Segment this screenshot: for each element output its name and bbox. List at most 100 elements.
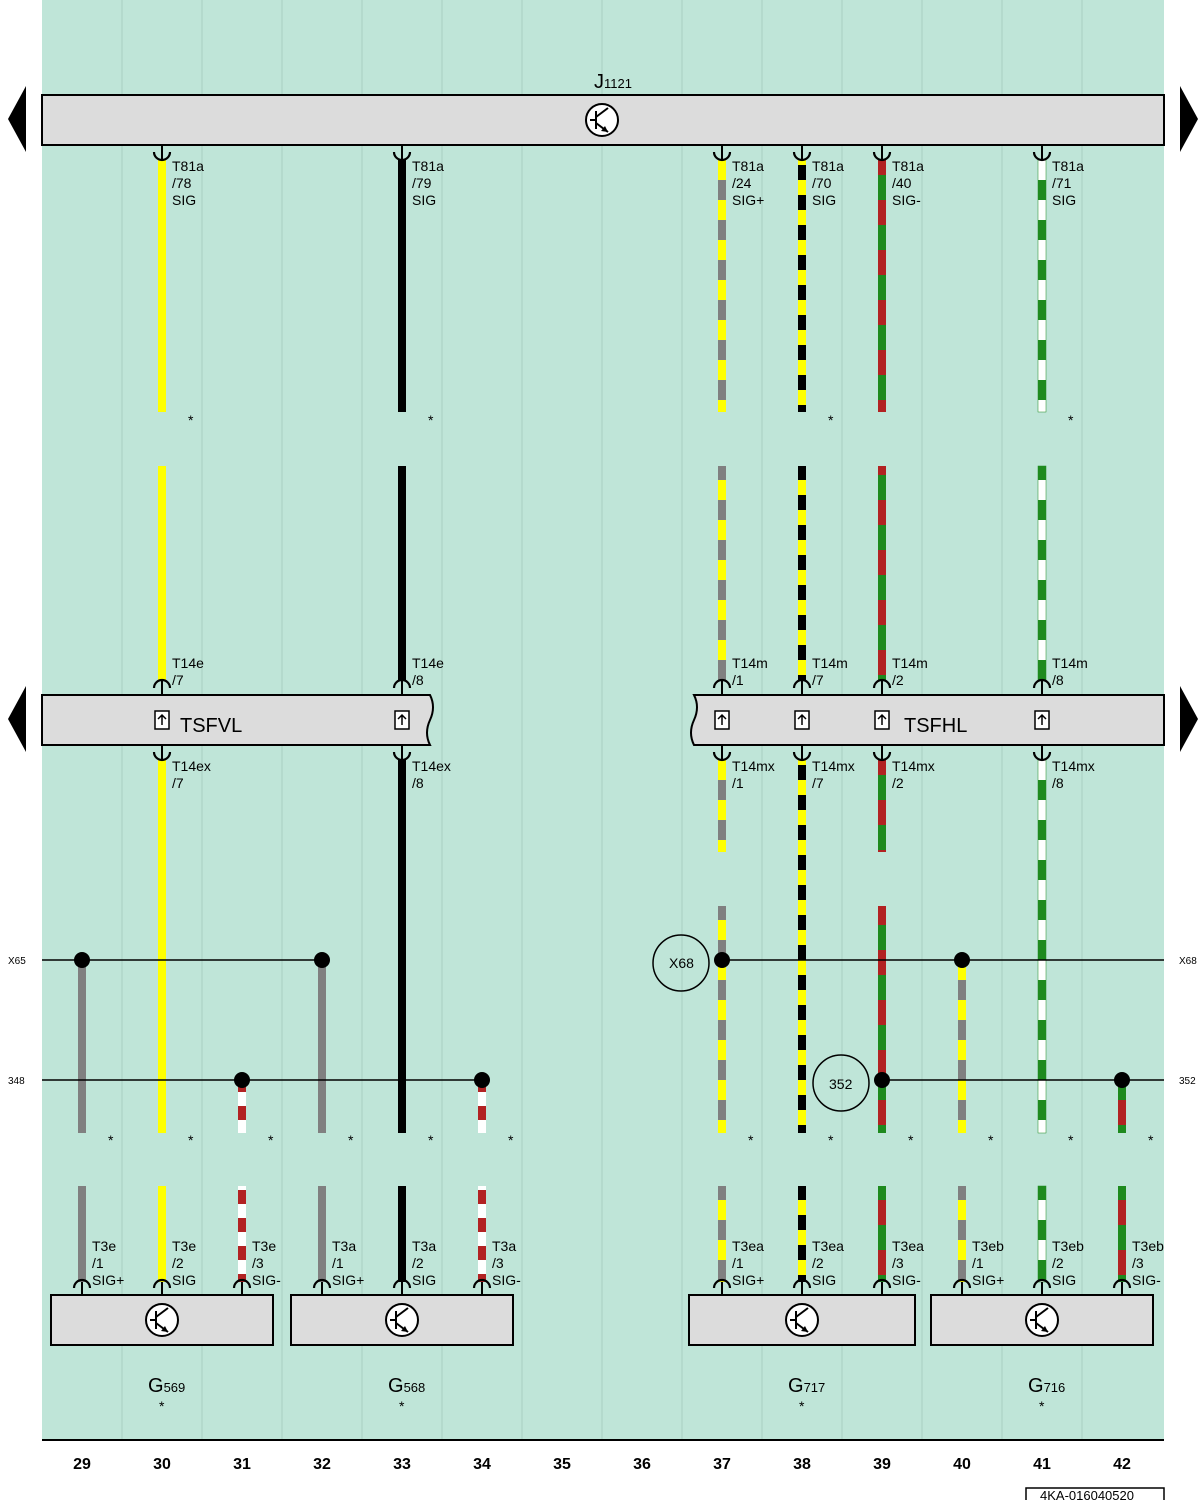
bus-top-label: J1121 <box>594 71 632 93</box>
svg-text:*: * <box>748 1132 754 1148</box>
wire-yellow <box>158 1186 166 1282</box>
svg-text:*: * <box>799 1398 805 1414</box>
wires-bottom <box>78 1185 1126 1283</box>
svg-text:42: 42 <box>1113 1456 1131 1473</box>
svg-text:352: 352 <box>829 1076 853 1092</box>
svg-text:*: * <box>348 1132 354 1148</box>
wire-red-white <box>238 1080 246 1133</box>
wire-red-white <box>478 1186 486 1282</box>
wire-red-green <box>878 1186 886 1282</box>
wire-grey <box>78 960 86 1133</box>
coupler-left-label: TSFVL <box>180 715 242 737</box>
splice-label-x68: X68 <box>1179 956 1197 967</box>
wire-yellow <box>158 160 166 412</box>
svg-text:31: 31 <box>233 1456 251 1473</box>
wire-yellow <box>158 466 166 680</box>
wire-red-green <box>878 906 886 1133</box>
coupler-pin-marks <box>157 713 1047 725</box>
svg-text:*: * <box>988 1132 994 1148</box>
wire-red-green <box>1118 1080 1126 1133</box>
svg-text:T14e/8: T14e/8 <box>412 655 444 688</box>
wire-yellow-black <box>798 466 806 680</box>
splice-circle-352: 352 <box>812 1054 870 1112</box>
svg-text:*: * <box>908 1132 914 1148</box>
svg-text:*: * <box>108 1132 114 1148</box>
splice-label-352: 352 <box>1179 1076 1196 1087</box>
svg-text:*: * <box>1068 1132 1074 1148</box>
wire-yellow-grey <box>718 906 726 1133</box>
labels-coupler-top: T14e/7 T14e/8 T14m/1 T14m/7 T14m/2 T14m/… <box>172 655 1088 688</box>
svg-text:30: 30 <box>153 1456 171 1473</box>
column-numbers: 29 30 31 32 33 34 35 36 37 38 39 40 41 4… <box>73 1456 1131 1473</box>
wire-grey <box>318 960 326 1133</box>
svg-text:4KA-016040520: 4KA-016040520 <box>1040 1488 1134 1500</box>
svg-text:*: * <box>1068 412 1074 428</box>
svg-text:*: * <box>399 1398 405 1414</box>
svg-text:*: * <box>188 412 194 428</box>
wires-lower <box>78 759 1126 1134</box>
svg-text:*: * <box>508 1132 514 1148</box>
wire-black <box>398 760 406 1133</box>
wire-red-green <box>878 466 886 680</box>
svg-text:T14e/7: T14e/7 <box>172 655 204 688</box>
wire-green-white <box>1037 1185 1047 1283</box>
wire-black <box>398 466 406 680</box>
svg-text:40: 40 <box>953 1456 971 1473</box>
svg-text:*: * <box>188 1132 194 1148</box>
svg-text:*: * <box>828 412 834 428</box>
transistor-symbol <box>585 103 619 137</box>
svg-text:T14m/1: T14m/1 <box>732 655 768 688</box>
svg-text:T14m/2: T14m/2 <box>892 655 928 688</box>
sensor-labels: G569 G568 G717 G716 * * * * <box>148 1375 1065 1414</box>
svg-text:39: 39 <box>873 1456 891 1473</box>
wire-red-green <box>1118 1186 1126 1282</box>
wire-yellow-grey <box>718 160 726 412</box>
connector-pin-stems <box>81 146 1123 1295</box>
document-code: 4KA-016040520 <box>1025 1487 1165 1500</box>
wires-top <box>158 159 1047 413</box>
svg-text:*: * <box>1148 1132 1154 1148</box>
svg-text:*: * <box>268 1132 274 1148</box>
wire-yellow-grey <box>958 1186 966 1282</box>
svg-text:35: 35 <box>553 1456 571 1473</box>
labels-coupler-bottom: T14ex/7 T14ex/8 T14mx/1 T14mx/7 T14mx/2 … <box>172 758 1095 791</box>
svg-text:*: * <box>1039 1398 1045 1414</box>
coupler-bar-left <box>41 694 434 746</box>
wire-red-white <box>238 1186 246 1282</box>
svg-text:41: 41 <box>1033 1456 1051 1473</box>
star-marks: ** ** ** ** ** ** ** ** <box>108 412 1154 1148</box>
coupler-right: TSFHL <box>690 686 1198 752</box>
continuation-arrow-left-top <box>8 86 26 152</box>
coupler-right-label: TSFHL <box>904 715 967 737</box>
continuation-arrow-right-top <box>1180 86 1198 152</box>
splice-dots <box>74 952 1130 1088</box>
svg-text:37: 37 <box>713 1456 731 1473</box>
svg-text:34: 34 <box>473 1456 491 1473</box>
svg-text:36: 36 <box>633 1456 651 1473</box>
wire-red-white <box>478 1080 486 1133</box>
wire-yellow-grey <box>958 960 966 1133</box>
splice-label-348: 348 <box>8 1076 25 1087</box>
wire-grey <box>78 1186 86 1282</box>
svg-text:33: 33 <box>393 1456 411 1473</box>
sensor-label-g716: G716 <box>1028 1375 1065 1397</box>
wire-yellow-black <box>798 160 806 412</box>
svg-text:*: * <box>828 1132 834 1148</box>
svg-text:*: * <box>159 1398 165 1414</box>
continuation-arrow-right-mid <box>1180 686 1198 752</box>
